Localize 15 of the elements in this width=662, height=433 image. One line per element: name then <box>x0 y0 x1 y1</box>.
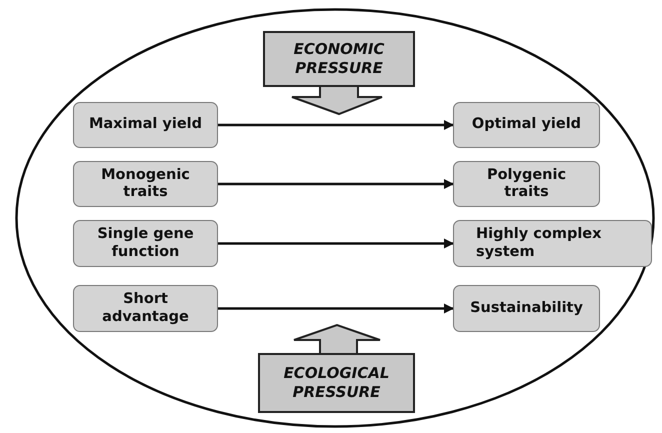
trait-box: Single gene function <box>73 220 218 267</box>
trait-box: Highly complex system <box>453 220 652 267</box>
pressure-box: ECONOMIC PRESSURE <box>263 31 415 87</box>
trait-box: Maximal yield <box>73 102 218 148</box>
trait-box: Optimal yield <box>453 102 600 148</box>
trait-box: Polygenic traits <box>453 161 600 207</box>
trait-box: Sustainability <box>453 285 600 332</box>
arrow <box>218 179 454 189</box>
pressure-box: ECOLOGICAL PRESSURE <box>258 353 415 413</box>
trait-box: Monogenic traits <box>73 161 218 207</box>
trait-box: Short advantage <box>73 285 218 332</box>
arrow <box>218 238 454 248</box>
arrow <box>218 304 454 314</box>
ellipse-outline <box>15 8 655 428</box>
arrow <box>218 120 454 130</box>
